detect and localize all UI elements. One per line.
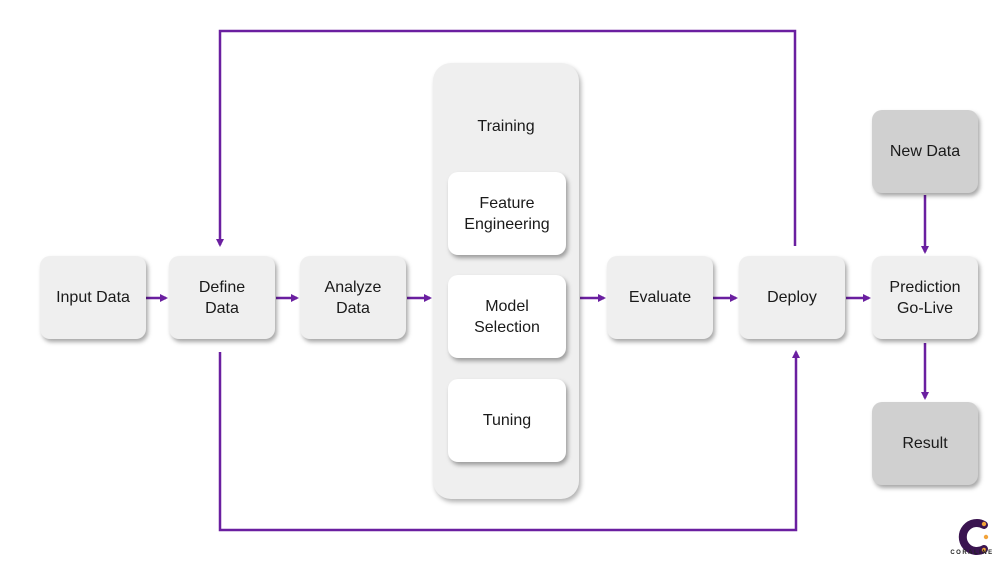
training-label: Training [477,118,535,135]
feedback-loop-deploy-to-define [216,29,797,247]
feature-engineering-node: Feature Engineering [448,172,566,255]
input-data-node: Input Data [40,256,146,339]
logo-wordmark: CORALINE [950,550,994,556]
coraline-logo-icon [958,519,989,555]
analyze-data-node: Analyze Data [300,256,406,339]
prediction-go-live-node: Prediction Go-Live [872,256,978,339]
feedback-loop-define-to-deploy [218,350,800,532]
deploy-node: Deploy [739,256,845,339]
new-data-node: New Data [872,110,978,193]
model-selection-node: Model Selection [448,275,566,358]
result-node: Result [872,402,978,485]
evaluate-node: Evaluate [607,256,713,339]
define-data-node: Define Data [169,256,275,339]
tuning-node: Tuning [448,379,566,462]
